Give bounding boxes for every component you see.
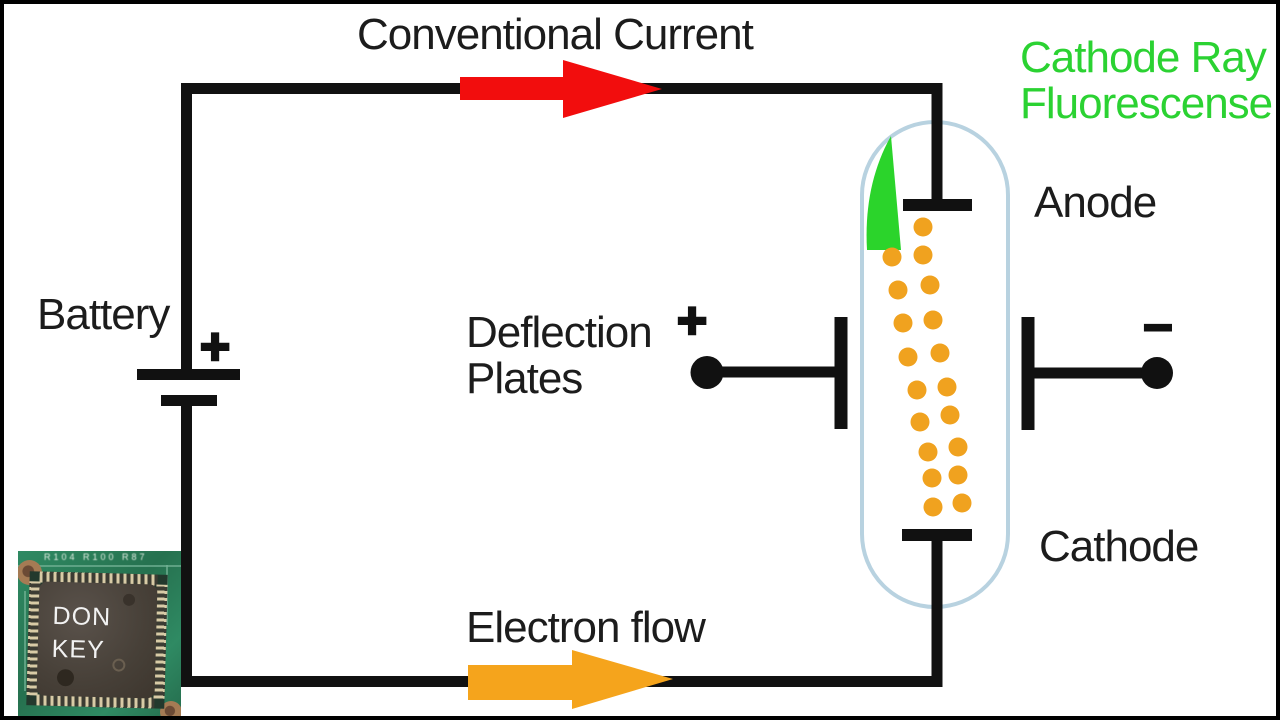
electron-dot [948, 465, 968, 485]
diagram-canvas: + + − [137, 60, 1174, 709]
electron-dot [930, 343, 950, 363]
chip-text-line1: DON [52, 601, 112, 632]
electron-dot [940, 405, 960, 425]
plate-plus-sign: + [677, 292, 707, 350]
deflection-plates-label: Deflection Plates [466, 308, 653, 403]
plate-minus-sign: − [1143, 299, 1173, 357]
pcb-trace [18, 565, 181, 567]
pcb-trace [24, 591, 26, 691]
electron-dot [913, 217, 933, 237]
left-plate-terminal [690, 356, 724, 389]
electron-dot [898, 347, 918, 367]
chip-photo: R104 R100 R87 DON KEY [18, 551, 181, 716]
electron-dot [918, 442, 938, 462]
electron-dot [923, 310, 943, 330]
deflection-label-line1: Deflection [466, 308, 653, 357]
electron-dot [913, 245, 933, 265]
electron-beam [882, 217, 972, 517]
electron-dot [922, 468, 942, 488]
fluorescence-label-line2: Fluorescense [1020, 79, 1273, 128]
electron-dot [907, 380, 927, 400]
electron-dot [948, 437, 968, 457]
chip-dimple-top-right [122, 593, 136, 606]
electron-dot [893, 313, 913, 333]
anode-label: Anode [1034, 178, 1157, 227]
electron-flow-arrow [468, 650, 673, 709]
pcb-silk-text: R104 R100 R87 [44, 552, 148, 562]
pcb-pad [160, 701, 181, 716]
battery-plus-sign: + [200, 318, 230, 376]
right-plate-terminal [1141, 357, 1173, 389]
chip-text: DON KEY [51, 600, 111, 668]
electron-dot [952, 493, 972, 513]
electron-dot [937, 377, 957, 397]
electron-dot [923, 497, 943, 517]
battery-label: Battery [37, 290, 170, 339]
fluorescence-patch [866, 136, 901, 250]
conventional-current-arrow [460, 60, 662, 118]
chip-logo-mark [112, 658, 126, 672]
chip-text-line2: KEY [51, 634, 106, 665]
electron-flow-label: Electron flow [466, 603, 706, 652]
chip-package: DON KEY [26, 571, 168, 709]
cathode-label: Cathode [1039, 522, 1199, 571]
deflection-label-line2: Plates [466, 354, 583, 403]
chip-body: DON KEY [36, 581, 158, 699]
conventional-current-label: Conventional Current [357, 10, 754, 59]
electron-dot [920, 275, 940, 295]
chip-dimple-bottom-left [56, 668, 75, 687]
fluorescence-label: Cathode Ray Fluorescense [1020, 33, 1273, 128]
electron-dot [910, 412, 930, 432]
fluorescence-label-line1: Cathode Ray [1020, 33, 1267, 82]
electron-dot [888, 280, 908, 300]
electron-dot [882, 247, 902, 267]
